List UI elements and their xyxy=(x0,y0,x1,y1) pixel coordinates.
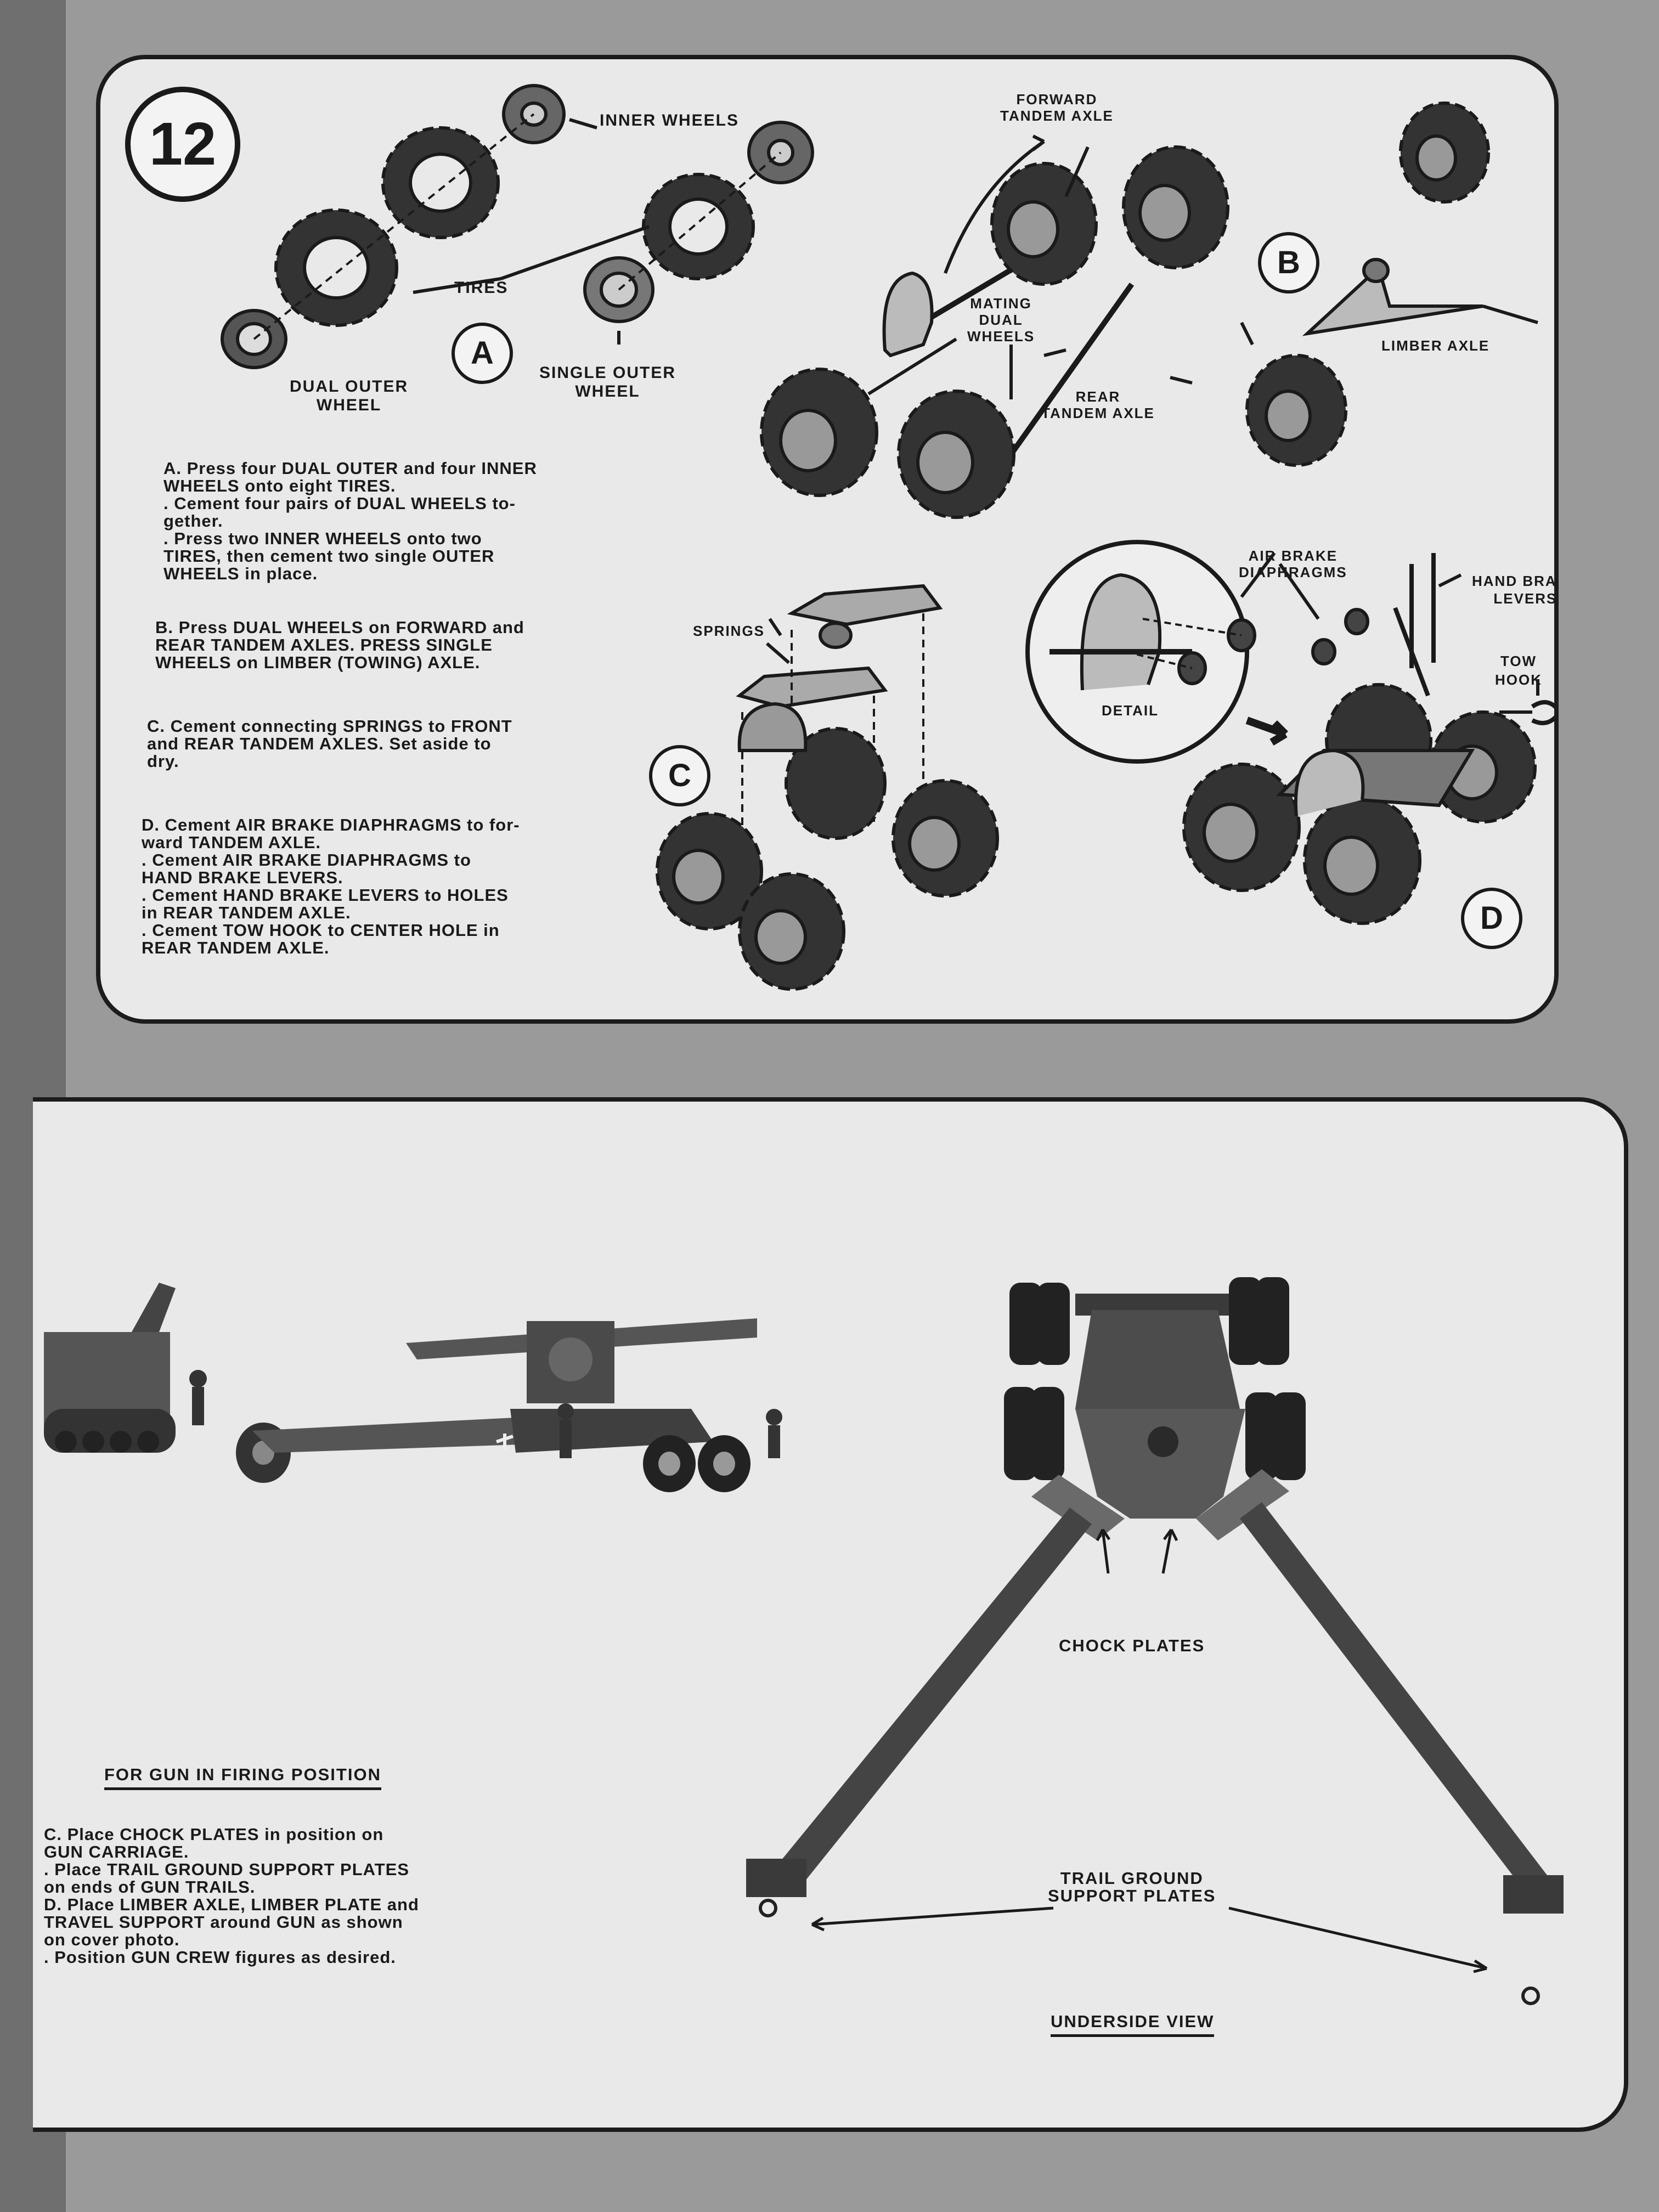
detail-label: DETAIL xyxy=(1102,702,1159,719)
section-marker-a: A xyxy=(452,323,513,384)
dual-wheel-art xyxy=(656,812,763,930)
inner-wheel-art xyxy=(502,84,566,144)
springs-label: SPRINGS xyxy=(693,623,765,639)
underside-view-label: UNDERSIDE VIEW xyxy=(1051,2012,1215,2037)
inner-wheels-label: INNER WHEELS xyxy=(600,111,740,129)
tire-art xyxy=(381,126,500,239)
assembly-panel-top: 12 INNER WHEELS TIRES DUAL OUTER WHEEL S… xyxy=(96,55,1559,1024)
firing-position-heading: FOR GUN IN FIRING POSITION xyxy=(104,1765,381,1790)
wheel-assembly-illustration xyxy=(221,84,1554,991)
gun-photos xyxy=(44,1277,1564,2005)
mating-dual-wheels-label: MATING DUAL WHEELS xyxy=(967,295,1035,345)
tractor-and-gun-photo xyxy=(44,1283,782,1492)
limber-wheel-art xyxy=(1399,101,1490,204)
firing-position-panel: FOR GUN IN FIRING POSITION C. Place CHOC… xyxy=(33,1097,1628,2132)
dual-wheel-art xyxy=(1122,145,1229,269)
limber-axle-label: LIMBER AXLE xyxy=(1381,337,1490,354)
dual-wheel-art xyxy=(1182,763,1301,892)
hand-brake-levers-label: HAND BRAKE LEVERS xyxy=(1472,573,1558,607)
dual-outer-wheel-label: DUAL OUTER WHEEL xyxy=(290,377,409,414)
dual-wheel-art xyxy=(760,368,878,497)
tire-art xyxy=(274,208,398,327)
dual-wheel-art xyxy=(785,727,887,840)
section-marker-c: C xyxy=(649,745,710,806)
single-outer-wheel-label: SINGLE OUTER WHEEL xyxy=(539,364,676,400)
dual-wheel-art xyxy=(738,872,845,991)
section-marker-b: B xyxy=(1258,232,1319,294)
dual-wheel-art xyxy=(990,162,1098,286)
instruction-d: D. Cement AIR BRAKE DIAPHRAGMS to for-wa… xyxy=(142,815,520,957)
dual-wheel-art xyxy=(897,390,1015,519)
section-marker-d: D xyxy=(1461,888,1522,949)
trail-ground-support-plates-label: TRAIL GROUND SUPPORT PLATES xyxy=(1048,1869,1216,1905)
dual-wheel-art xyxy=(891,779,999,898)
dual-wheel-art xyxy=(1303,795,1421,925)
tire-art xyxy=(642,173,755,280)
limber-wheel-art xyxy=(1245,354,1347,467)
underside-gun-photo xyxy=(746,1277,1564,2005)
forward-tandem-axle-label: FORWARD TANDEM AXLE xyxy=(1000,91,1114,124)
rear-tandem-axle-label: REAR TANDEM AXLE xyxy=(1041,388,1155,421)
tow-hook-label: TOW HOOK xyxy=(1495,653,1542,688)
step-number-badge: 12 xyxy=(125,87,240,202)
air-brake-diaphragms-label: AIR BRAKE DIAPHRAGMS xyxy=(1239,548,1347,580)
chock-plates-label: CHOCK PLATES xyxy=(1059,1636,1205,1655)
tires-label: TIRES xyxy=(454,279,509,297)
